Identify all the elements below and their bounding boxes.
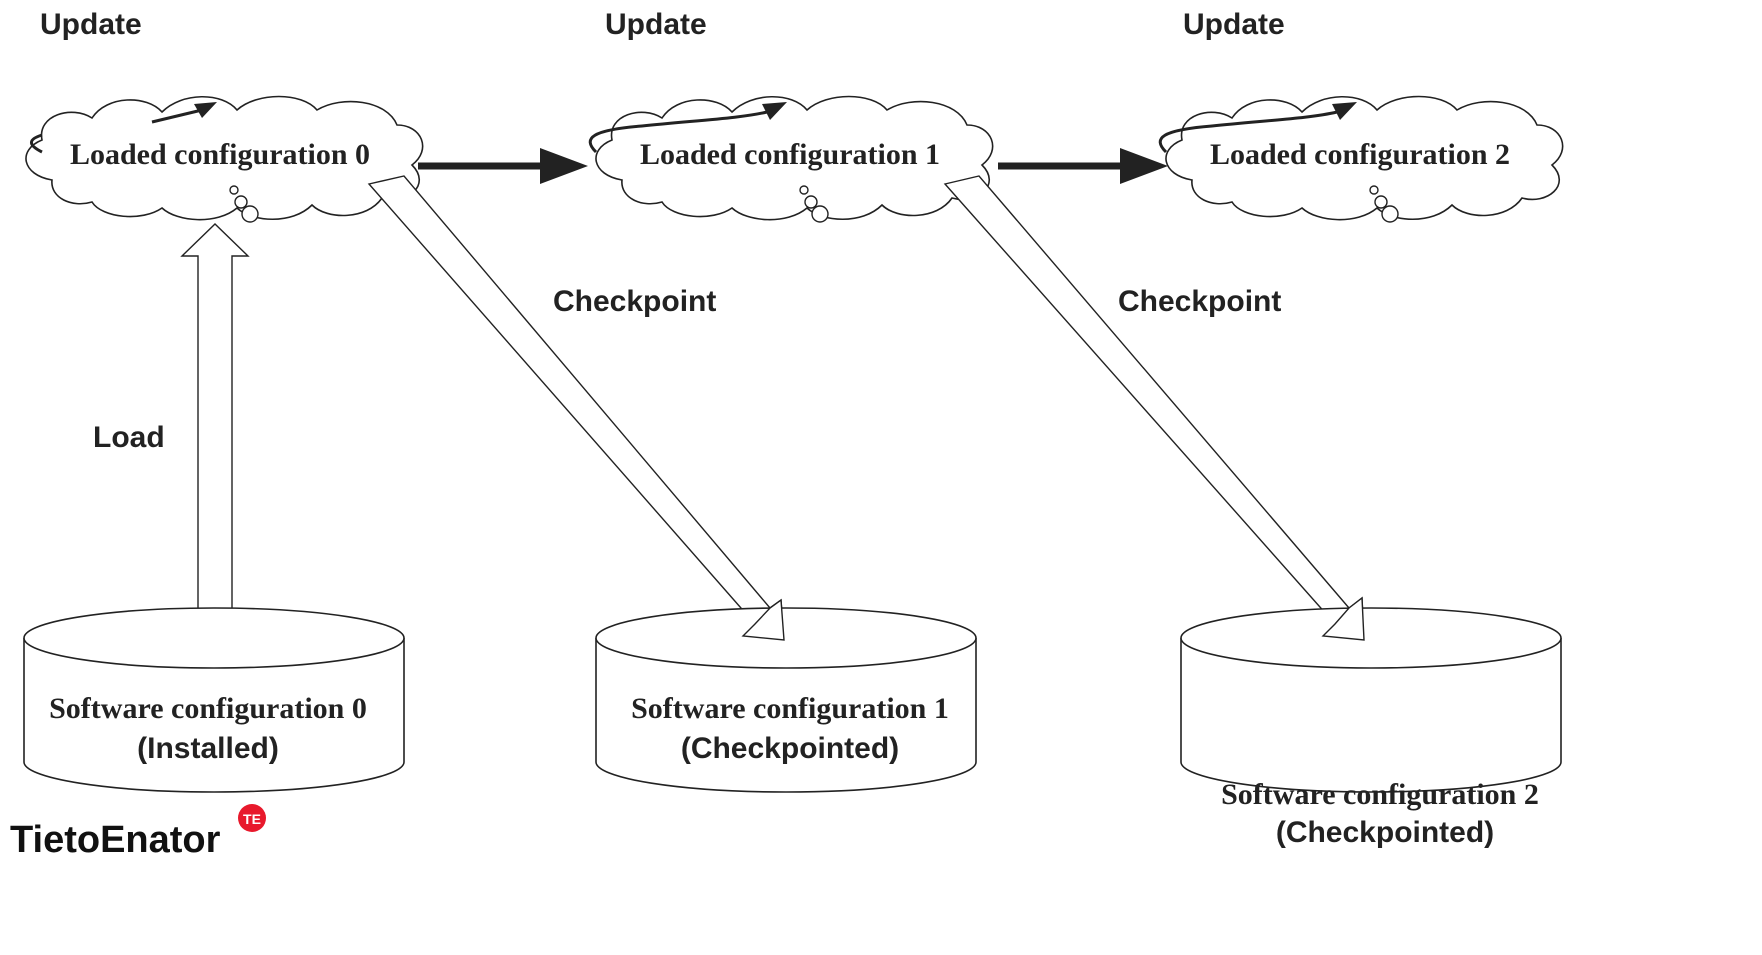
thought-bubble-small <box>799 185 809 195</box>
update-loop-arrowhead <box>1332 102 1357 120</box>
arrow-cloud0-to-cloud1 <box>418 148 588 184</box>
update-label-1: Update <box>605 8 707 41</box>
logo-badge-text: TE <box>243 811 261 827</box>
cloud-loaded-config-1 <box>588 95 994 223</box>
update-loop-arrowhead <box>194 102 217 118</box>
thought-bubble-small <box>229 185 239 195</box>
thought-bubble-small <box>1369 185 1379 195</box>
checkpoint-label-1: Checkpoint <box>553 285 716 318</box>
thought-bubble-medium <box>234 195 248 209</box>
checkpoint-arrow-2-head <box>1321 596 1365 641</box>
database-software-config-0 <box>23 607 405 793</box>
database-software-config-1 <box>595 607 977 793</box>
database-label-0-line2: (Installed) <box>137 732 279 765</box>
cloud-loaded-config-2 <box>1158 95 1564 223</box>
update-loop-arrow <box>588 110 768 154</box>
database-label-2-line2: (Checkpointed) <box>1276 816 1494 849</box>
cloud-label-2: Loaded configuration 2 <box>1210 138 1510 171</box>
logo-badge <box>238 804 266 832</box>
arrow-cloud1-to-cloud2 <box>998 148 1168 184</box>
cloud-label-0: Loaded configuration 0 <box>70 138 370 171</box>
checkpoint-label-2: Checkpoint <box>1118 285 1281 318</box>
thought-bubble-large <box>241 205 259 223</box>
thought-bubble-medium <box>1374 195 1388 209</box>
thought-bubble-large <box>811 205 829 223</box>
update-loop-tail <box>30 133 43 154</box>
load-arrow <box>180 223 250 623</box>
cloud-loaded-config-0 <box>25 95 424 223</box>
database-label-0-line1: Software configuration 0 <box>49 692 367 725</box>
checkpoint-arrow-1 <box>367 175 785 641</box>
update-loop-arrow <box>1158 110 1338 154</box>
cloud-label-1: Loaded configuration 1 <box>640 138 940 171</box>
database-label-1-line2: (Checkpointed) <box>681 732 899 765</box>
database-label-2-line1: Software configuration 2 <box>1221 778 1539 811</box>
checkpoint-arrow-1-head <box>741 598 785 641</box>
checkpoint-arrow-2 <box>943 175 1365 641</box>
database-label-1-line1: Software configuration 1 <box>631 692 949 725</box>
update-label-0: Update <box>40 8 142 41</box>
tietoenator-logo: TietoEnator TE <box>10 804 266 861</box>
logo-wordmark: TietoEnator <box>10 819 221 861</box>
update-loop-arrow <box>151 108 203 124</box>
thought-bubble-large <box>1381 205 1399 223</box>
thought-bubble-medium <box>804 195 818 209</box>
update-loop-arrowhead <box>762 102 787 120</box>
load-label: Load <box>93 421 165 454</box>
update-label-2: Update <box>1183 8 1285 41</box>
database-software-config-2 <box>1180 607 1562 793</box>
